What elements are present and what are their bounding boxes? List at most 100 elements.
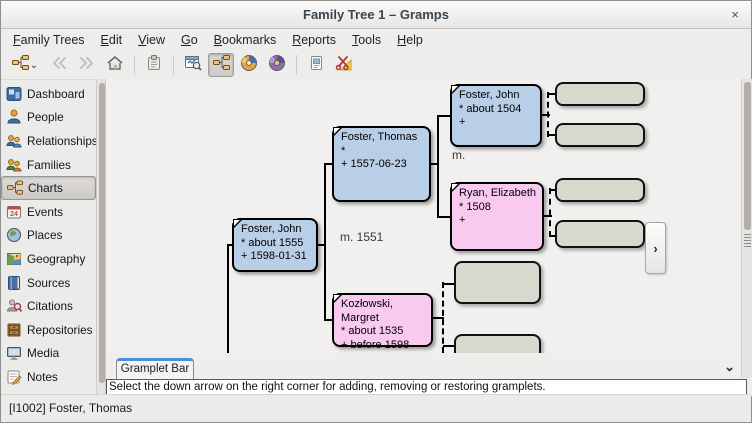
marriage-label: m. 1551 — [340, 230, 384, 244]
canvas-scrollbar[interactable] — [741, 79, 752, 378]
sidebar-item-sources[interactable]: Sources — [1, 271, 96, 295]
fan-chart-icon — [240, 54, 258, 77]
fold-corner-icon — [451, 85, 461, 95]
sidebar-item-notes[interactable]: Notes — [1, 365, 96, 389]
pedigree-icon — [212, 54, 230, 76]
families-icon — [6, 158, 22, 172]
connector-line — [324, 163, 334, 165]
person-name: Foster, John — [459, 89, 520, 101]
pedigree-canvas[interactable]: Foster, John * about 1555 + 1598-01-31 F… — [106, 79, 742, 353]
empty-person-box[interactable] — [454, 261, 541, 304]
sidebar-item-label: Places — [27, 228, 63, 243]
person-birth: * — [341, 144, 346, 157]
sidebar-item-repositories[interactable]: Repositories — [1, 318, 96, 342]
person-death: + 1598-01-31 — [241, 250, 307, 262]
gramplet-bar-tab[interactable]: Gramplet Bar — [116, 358, 194, 379]
toolbar-separator — [296, 55, 297, 75]
sidebar-item-label: Geography — [27, 251, 86, 266]
map-icon — [7, 252, 21, 265]
sidebar-item-label: Dashboard — [27, 86, 85, 101]
active-person-status: [I1002] Foster, Thomas — [9, 401, 133, 415]
empty-person-box[interactable] — [555, 123, 645, 147]
person-box-foster-john-1555[interactable]: Foster, John * about 1555 + 1598-01-31 — [232, 218, 318, 272]
sidebar-item-label: People — [27, 110, 64, 125]
person-death: + 1557-06-23 — [341, 158, 407, 170]
close-icon[interactable]: × — [731, 7, 739, 22]
empty-person-box[interactable] — [555, 220, 645, 248]
person-box-ryan-elizabeth[interactable]: Ryan, Elizabeth * 1508 + — [450, 182, 544, 251]
connector-line-dashed — [550, 235, 558, 237]
back-button[interactable] — [46, 53, 72, 77]
shared-edit-button[interactable] — [331, 53, 357, 77]
view-fanchart-button[interactable] — [236, 53, 262, 77]
person-box-kozlowski-margret[interactable]: Kozłowski, Margret * about 1535 + before… — [332, 293, 433, 351]
empty-person-box[interactable] — [555, 82, 645, 106]
chevron-down-icon: ⌄ — [29, 59, 39, 71]
sidebar-item-families[interactable]: Families — [1, 153, 96, 177]
fold-corner-icon — [233, 219, 243, 229]
view-pedigree-button[interactable] — [208, 53, 234, 77]
sidebar-item-label: Families — [27, 157, 71, 172]
menu-help[interactable]: Help — [397, 33, 423, 47]
person-birth: * about 1555 — [241, 236, 304, 249]
scrollbar-grip — [744, 234, 751, 248]
connector-line-dashed — [550, 189, 558, 191]
gramplet-message: Select the down arrow on the right corne… — [106, 379, 747, 396]
menu-go[interactable]: Go — [180, 33, 198, 47]
sidebar-item-events[interactable]: 24 Events — [1, 200, 96, 224]
empty-person-box[interactable] — [555, 178, 645, 202]
print-button[interactable] — [303, 53, 329, 77]
chevron-down-icon: ⌄ — [724, 359, 735, 374]
status-bar: [I1002] Foster, Thomas — [1, 394, 751, 422]
connector-line-dashed — [443, 345, 455, 347]
person-box-foster-john-1504[interactable]: Foster, John * about 1504 + — [450, 84, 542, 147]
expand-generation-button[interactable]: › — [645, 222, 666, 274]
sidebar-item-geography[interactable]: Geography — [1, 247, 96, 271]
toolbar-separator — [134, 55, 135, 75]
sidebar-item-charts[interactable]: Charts — [1, 176, 96, 200]
connector-line-dashed — [443, 283, 455, 285]
canvas-scrollbar-thumb[interactable] — [744, 82, 751, 230]
person-box-foster-thomas[interactable]: Foster, Thomas * + 1557-06-23 — [332, 126, 431, 202]
menu-reports[interactable]: Reports — [292, 33, 336, 47]
title-bar: Family Tree 1 – Gramps × — [1, 1, 751, 29]
view-descendant-fanchart-button[interactable] — [264, 53, 290, 77]
person-death: + — [459, 116, 466, 128]
tool-bar: ⌄ — [1, 51, 751, 79]
menu-bookmarks[interactable]: Bookmarks — [213, 33, 277, 47]
connector-line — [437, 216, 452, 218]
menu-family-trees[interactable]: Family Trees — [13, 33, 85, 47]
empty-person-box[interactable] — [454, 334, 541, 353]
forward-button[interactable] — [74, 53, 100, 77]
citation-icon — [6, 299, 22, 313]
sidebar-item-places[interactable]: Places — [1, 224, 96, 248]
connector-line-dashed — [542, 114, 550, 116]
clipboard-button[interactable] — [141, 53, 167, 77]
sidebar-scrollbar[interactable] — [96, 79, 105, 396]
sidebar-item-relationships[interactable]: Relationships — [1, 129, 98, 153]
connector-line-dashed — [442, 282, 444, 353]
sidebar-item-citations[interactable]: Citations — [1, 294, 96, 318]
sidebar-item-dashboard[interactable]: Dashboard — [1, 82, 96, 106]
connector-line — [227, 245, 229, 353]
chart-preview-button[interactable] — [180, 53, 206, 77]
connector-line-dashed — [544, 215, 552, 217]
fold-corner-icon — [333, 294, 343, 304]
person-name: Foster, Thomas — [341, 131, 418, 143]
sidebar-item-media[interactable]: Media — [1, 342, 96, 366]
forward-icon — [78, 55, 96, 76]
back-icon — [50, 55, 68, 76]
menu-edit[interactable]: Edit — [100, 33, 123, 47]
menu-view[interactable]: View — [138, 33, 165, 47]
connector-line-dashed — [548, 93, 557, 95]
view-switcher-button[interactable]: ⌄ — [6, 53, 44, 77]
menu-tools[interactable]: Tools — [351, 33, 382, 47]
gramplet-menu-button[interactable]: ⌄ — [724, 360, 735, 374]
home-button[interactable] — [102, 53, 128, 77]
chevron-right-icon: › — [653, 240, 658, 256]
person-name: Kozłowski, Margret — [341, 298, 393, 324]
connector-line-dashed — [548, 134, 557, 136]
sidebar-scrollbar-thumb[interactable] — [98, 83, 105, 383]
connector-line-dashed — [547, 92, 549, 137]
sidebar-item-people[interactable]: People — [1, 106, 96, 130]
